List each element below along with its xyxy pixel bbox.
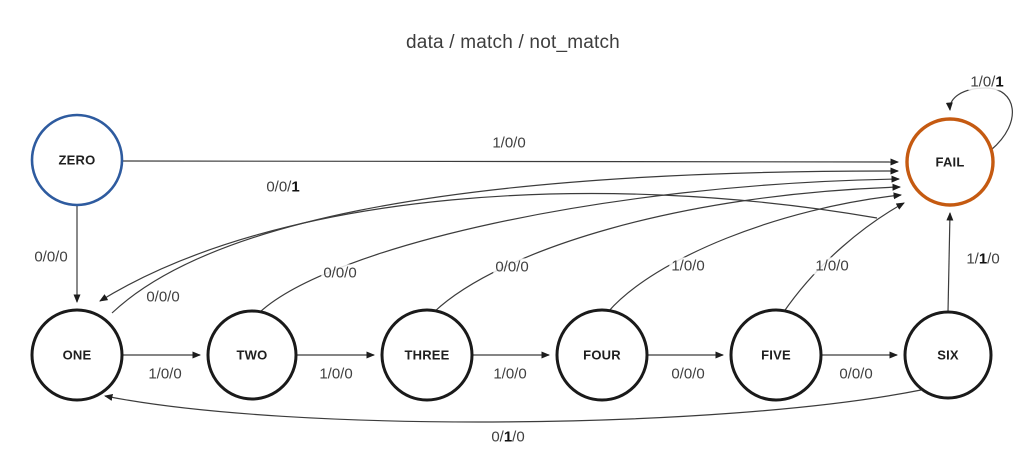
transition-two-fail-arrow <box>259 175 900 313</box>
transition-label-fail-fail: 1/0/1 <box>968 73 1006 91</box>
transition-label-fail-one: 0/0/1 <box>264 178 302 196</box>
transition-zero-fail-arrow <box>121 158 899 166</box>
state-zero-label: ZERO <box>58 152 96 168</box>
transition-label-three-fail: 0/0/0 <box>493 258 531 276</box>
transition-fail-one-arrow <box>99 192 878 302</box>
transition-label-zero-one: 0/0/0 <box>32 248 70 266</box>
state-one-circle <box>30 308 124 402</box>
transition-label-three-four: 1/0/0 <box>491 365 529 383</box>
transition-label-five-six: 0/0/0 <box>837 365 875 383</box>
state-fail-circle <box>905 117 995 207</box>
state-four-label: FOUR <box>583 347 621 363</box>
transition-three-fail-arrow <box>433 183 901 313</box>
transition-label-five-fail: 1/0/0 <box>813 257 851 275</box>
state-three-label: THREE <box>404 347 450 363</box>
diagram-title: data / match / not_match <box>406 32 620 53</box>
state-one-label: ONE <box>62 347 92 363</box>
state-four-circle <box>555 308 649 402</box>
transition-six-one-arrow <box>104 389 922 423</box>
state-fail-label: FAIL <box>935 154 965 170</box>
transition-label-six-one: 0/1/0 <box>489 428 527 446</box>
transition-label-one-fail: 0/0/0 <box>144 288 182 306</box>
transition-label-four-five: 0/0/0 <box>669 365 707 383</box>
transition-label-zero-fail: 1/0/0 <box>490 134 528 152</box>
transition-four-fail-arrow <box>607 192 902 313</box>
transition-one-fail-arrow <box>111 167 899 314</box>
transition-label-six-fail: 1/1/0 <box>964 250 1002 268</box>
transition-label-one-two: 1/0/0 <box>146 365 184 383</box>
transition-label-two-three: 1/0/0 <box>317 365 355 383</box>
state-six-label: SIX <box>937 347 959 363</box>
transition-label-four-fail: 1/0/0 <box>669 257 707 275</box>
state-six-circle <box>903 310 993 400</box>
transition-five-fail-arrow <box>782 202 905 314</box>
transition-six-fail-arrow <box>946 212 954 313</box>
state-two-label: TWO <box>236 347 268 363</box>
state-two-circle <box>206 309 298 401</box>
state-five-circle <box>729 308 823 402</box>
transition-label-two-fail: 0/0/0 <box>321 264 359 282</box>
state-three-circle <box>380 308 474 402</box>
state-five-label: FIVE <box>761 347 791 363</box>
state-zero-circle <box>30 113 124 207</box>
